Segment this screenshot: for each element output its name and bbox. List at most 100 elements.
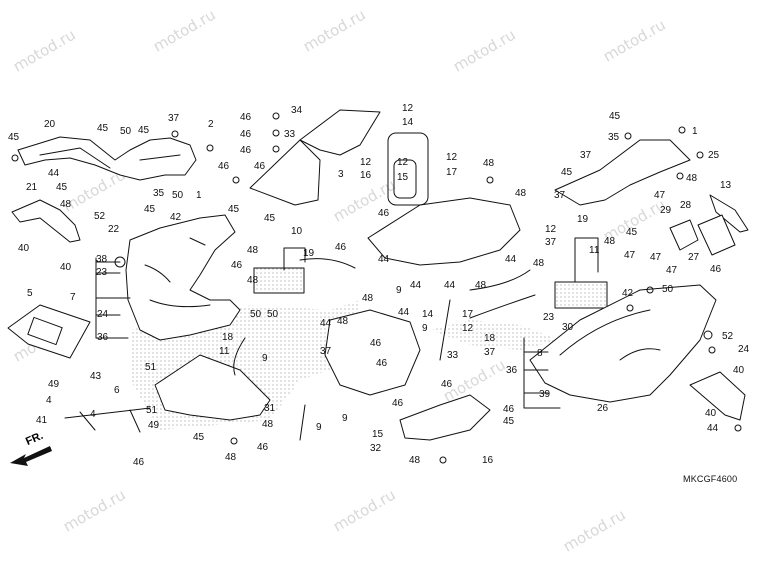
plate-window	[27, 316, 63, 346]
side-plate-part	[11, 199, 81, 243]
callout: 37	[320, 346, 332, 357]
panel-part	[697, 214, 736, 256]
callout: 49	[48, 379, 60, 390]
plate-part	[7, 304, 91, 359]
callout: 42	[622, 288, 634, 299]
bracket-detail	[39, 147, 181, 169]
callout: 46	[376, 358, 388, 369]
callout: 10	[291, 226, 303, 237]
callout: 20	[44, 119, 56, 130]
callout: 1	[196, 190, 202, 201]
callout: 46	[441, 379, 453, 390]
callout: 46	[231, 260, 243, 271]
seal-ring	[387, 132, 429, 206]
callout: 31	[264, 403, 276, 414]
callout: 19	[303, 248, 315, 259]
bolt	[11, 154, 19, 162]
hose-part	[299, 258, 356, 269]
callout: 4	[46, 395, 52, 406]
callout: 46	[378, 208, 390, 219]
callout: 19	[577, 214, 589, 225]
callout: 37	[484, 347, 496, 358]
callout: 35	[608, 132, 620, 143]
callout: 48	[475, 280, 487, 291]
callout: 11	[219, 346, 230, 357]
callout: 45	[138, 125, 150, 136]
callout: 9	[396, 285, 402, 296]
bolt	[171, 130, 179, 138]
callout: 52	[94, 211, 106, 222]
callout: 48	[362, 293, 374, 304]
callout: 42	[170, 212, 182, 223]
callout: 9	[422, 323, 428, 334]
callout: 46	[335, 242, 347, 253]
callout: 46	[240, 145, 252, 156]
callout: 12	[397, 157, 409, 168]
callout: 39	[539, 389, 551, 400]
callout: 45	[609, 111, 621, 122]
callout: 13	[720, 180, 732, 191]
callout: 45	[626, 227, 638, 238]
hose-part	[469, 269, 531, 291]
callout: 48	[604, 236, 616, 247]
bracket-part	[669, 219, 699, 251]
front-arrow-icon	[10, 446, 52, 466]
bolt	[439, 456, 447, 464]
callout: 14	[422, 309, 434, 320]
callout: 48	[409, 455, 421, 466]
callout: 46	[392, 398, 404, 409]
bolt	[206, 144, 214, 152]
callout: 24	[738, 344, 750, 355]
callout: 48	[247, 245, 259, 256]
bracket-part	[17, 136, 197, 181]
callout: 17	[446, 167, 458, 178]
callout: 48	[247, 275, 259, 286]
callout: 44	[444, 280, 456, 291]
stay-part	[64, 407, 151, 433]
callout: 38	[96, 254, 108, 265]
callout: 9	[342, 413, 348, 424]
inner-cover-part	[249, 139, 321, 206]
cowl-detail	[144, 237, 211, 308]
callout: 44	[398, 307, 410, 318]
callout: 8	[537, 348, 543, 359]
callout: 18	[222, 332, 234, 343]
upper-side-part	[554, 139, 691, 206]
callout: 36	[97, 332, 109, 343]
callout: 43	[90, 371, 102, 382]
bolt	[624, 132, 632, 140]
bolt	[486, 176, 494, 184]
callout: 47	[666, 265, 678, 276]
callout: 21	[26, 182, 38, 193]
callout: 15	[397, 172, 409, 183]
hose-part	[233, 337, 246, 376]
side-cover-part	[399, 394, 491, 441]
bolt	[708, 346, 716, 354]
callout: 4	[90, 409, 96, 420]
callout: 37	[168, 113, 180, 124]
callout: 37	[545, 237, 557, 248]
callout: 46	[710, 264, 722, 275]
bracket-part	[689, 371, 746, 421]
callout: 48	[533, 258, 545, 269]
callout: 44	[48, 168, 60, 179]
hose-part	[469, 294, 536, 319]
callout: 45	[503, 416, 515, 427]
bolt	[272, 129, 280, 137]
callout: 9	[316, 422, 322, 433]
bolt	[272, 112, 280, 120]
callout: 48	[337, 316, 349, 327]
callout: 45	[193, 432, 205, 443]
bolt	[232, 176, 240, 184]
callout: 45	[56, 182, 68, 193]
bolt	[696, 151, 704, 159]
callout: 50	[267, 309, 279, 320]
bolt	[646, 286, 654, 294]
callout: 52	[722, 331, 734, 342]
panel-part	[299, 109, 381, 156]
callout: 24	[97, 309, 109, 320]
seal-ring	[393, 159, 417, 199]
callout: 44	[410, 280, 422, 291]
